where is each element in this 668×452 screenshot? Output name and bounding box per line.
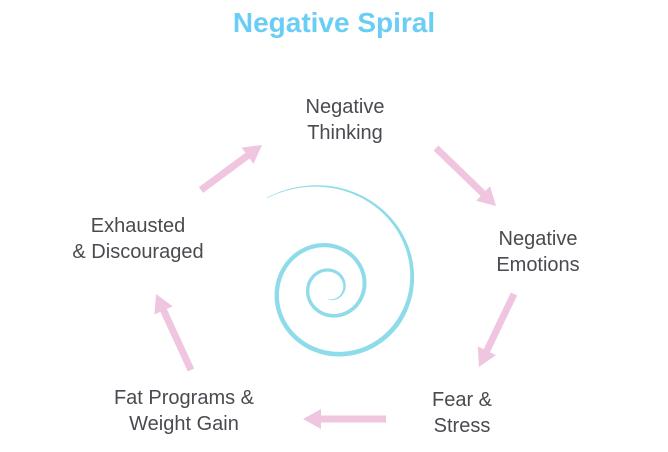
node-label-negative-thinking: Negative Thinking	[305, 96, 385, 144]
arrow-negative-emotions-to-fear-stress	[477, 292, 518, 367]
node-label-fear-stress: Fear & Stress	[431, 389, 493, 437]
node-label-exhausted-discouraged: Exhausted & Discouraged	[72, 215, 204, 263]
node-label-fat-programs-weight-gain: Fat Programs & Weight Gain	[113, 387, 255, 435]
diagram-title: Negative Spiral	[232, 7, 436, 38]
arrow-exhausted-discouraged-to-negative-thinking	[198, 145, 262, 193]
arrow-fat-programs-weight-gain-to-exhausted-discouraged	[154, 294, 195, 372]
arrow-fear-stress-to-fat-programs-weight-gain	[303, 409, 386, 429]
spiral-graphic	[266, 185, 415, 357]
arrow-negative-thinking-to-negative-emotions	[433, 145, 496, 206]
node-label-negative-emotions: Negative Emotions	[496, 228, 580, 276]
